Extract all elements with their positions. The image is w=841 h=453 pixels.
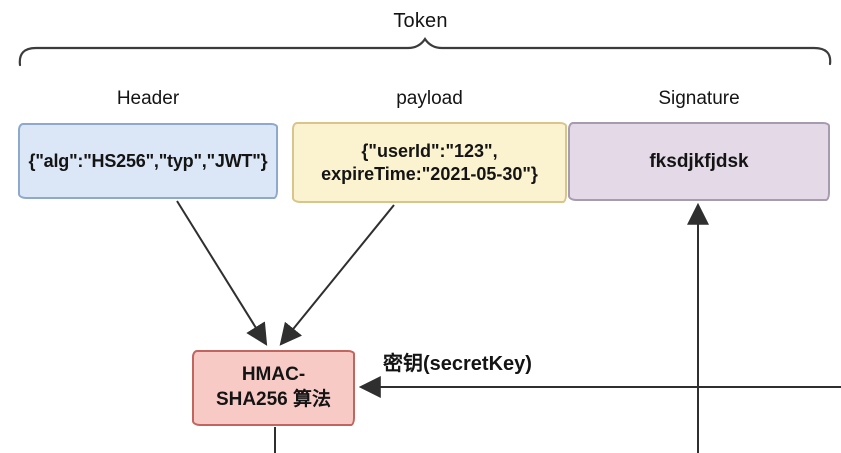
hmac-sha256-content: HMAC- SHA256 算法 bbox=[215, 364, 332, 410]
payload-box: {"userId":"123", expireTime:"2021-05-30"… bbox=[292, 122, 567, 203]
hmac-sha256-box: HMAC- SHA256 算法 bbox=[192, 350, 355, 426]
token-title: Token bbox=[393, 10, 448, 32]
payload-to-hmac-arrow bbox=[279, 204, 395, 346]
secret-key-label: 密钥(secretKey) bbox=[383, 353, 532, 375]
signature-content: fksdjkfjdsk bbox=[649, 150, 749, 172]
token-brace bbox=[18, 37, 832, 67]
payload-label: payload bbox=[396, 88, 463, 109]
payload-content: {"userId":"123", expireTime:"2021-05-30"… bbox=[321, 141, 538, 184]
header-to-hmac-arrow bbox=[176, 200, 268, 346]
header-content: {"alg":"HS256","typ","JWT"} bbox=[28, 150, 268, 171]
header-box: {"alg":"HS256","typ","JWT"} bbox=[18, 123, 278, 199]
signature-label: Signature bbox=[658, 88, 740, 109]
signature-box: fksdjkfjdsk bbox=[568, 122, 830, 201]
header-label: Header bbox=[116, 88, 180, 109]
